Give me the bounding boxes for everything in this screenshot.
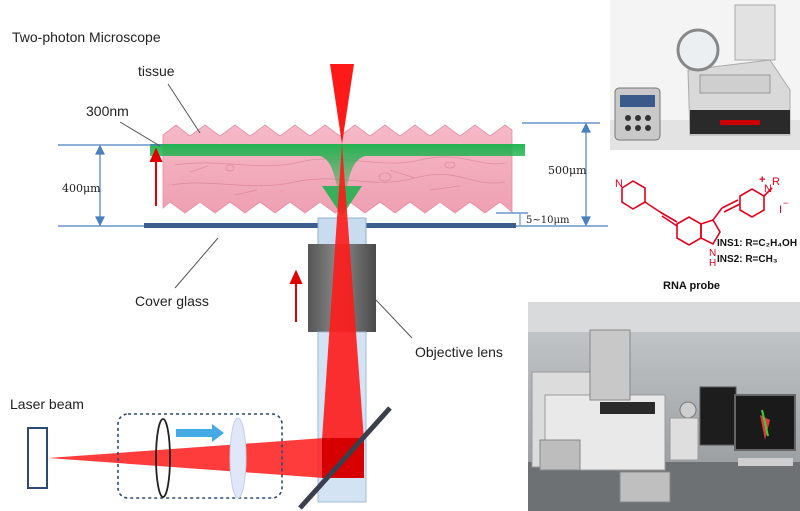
dichroic-mirror [298,406,392,510]
microtome-photo [610,0,800,150]
probe-atom-n-indole: N [709,248,716,259]
label-gap: 5~10μm [526,215,570,226]
tissue-leader [167,83,201,134]
dimension-500um [581,122,591,227]
laser-source [27,427,48,489]
rna-probe-structure [621,180,773,246]
probe-substituent-r: R [772,176,780,188]
label-objective-lens: Objective lens [415,344,503,360]
label-500um: 500μm [548,164,587,177]
probe-ins2: INS2: R=CH₃ [717,254,778,265]
probe-atom-n-left: N [615,178,623,190]
label-laser-beam: Laser beam [10,396,84,412]
dimension-400um [95,144,105,227]
label-tissue: tissue [138,63,175,79]
label-400um: 400μm [62,182,101,195]
thickness-leader [119,121,161,147]
probe-counter-charge: − [783,198,788,208]
probe-title: RNA probe [663,280,720,292]
label-300nm: 300nm [86,103,129,119]
laser-cone-top [330,64,354,144]
beam-direction-arrow [289,269,303,322]
probe-counter-ion: I [779,204,782,216]
cover-glass-leader [174,237,219,289]
probe-atom-nplus: N [764,183,772,195]
probe-ins1: INS1: R=C₂H₄OH [717,238,797,249]
beam-expander [117,413,283,499]
workstation-photo [528,302,800,511]
objective-leader [375,299,413,339]
probe-charge-plus: + [759,174,765,186]
probe-atom-h-indole: H [709,258,716,269]
label-cover-glass: Cover glass [135,293,209,309]
scan-direction-arrow [149,147,163,206]
diagram-title: Two-photon Microscope [12,29,161,45]
